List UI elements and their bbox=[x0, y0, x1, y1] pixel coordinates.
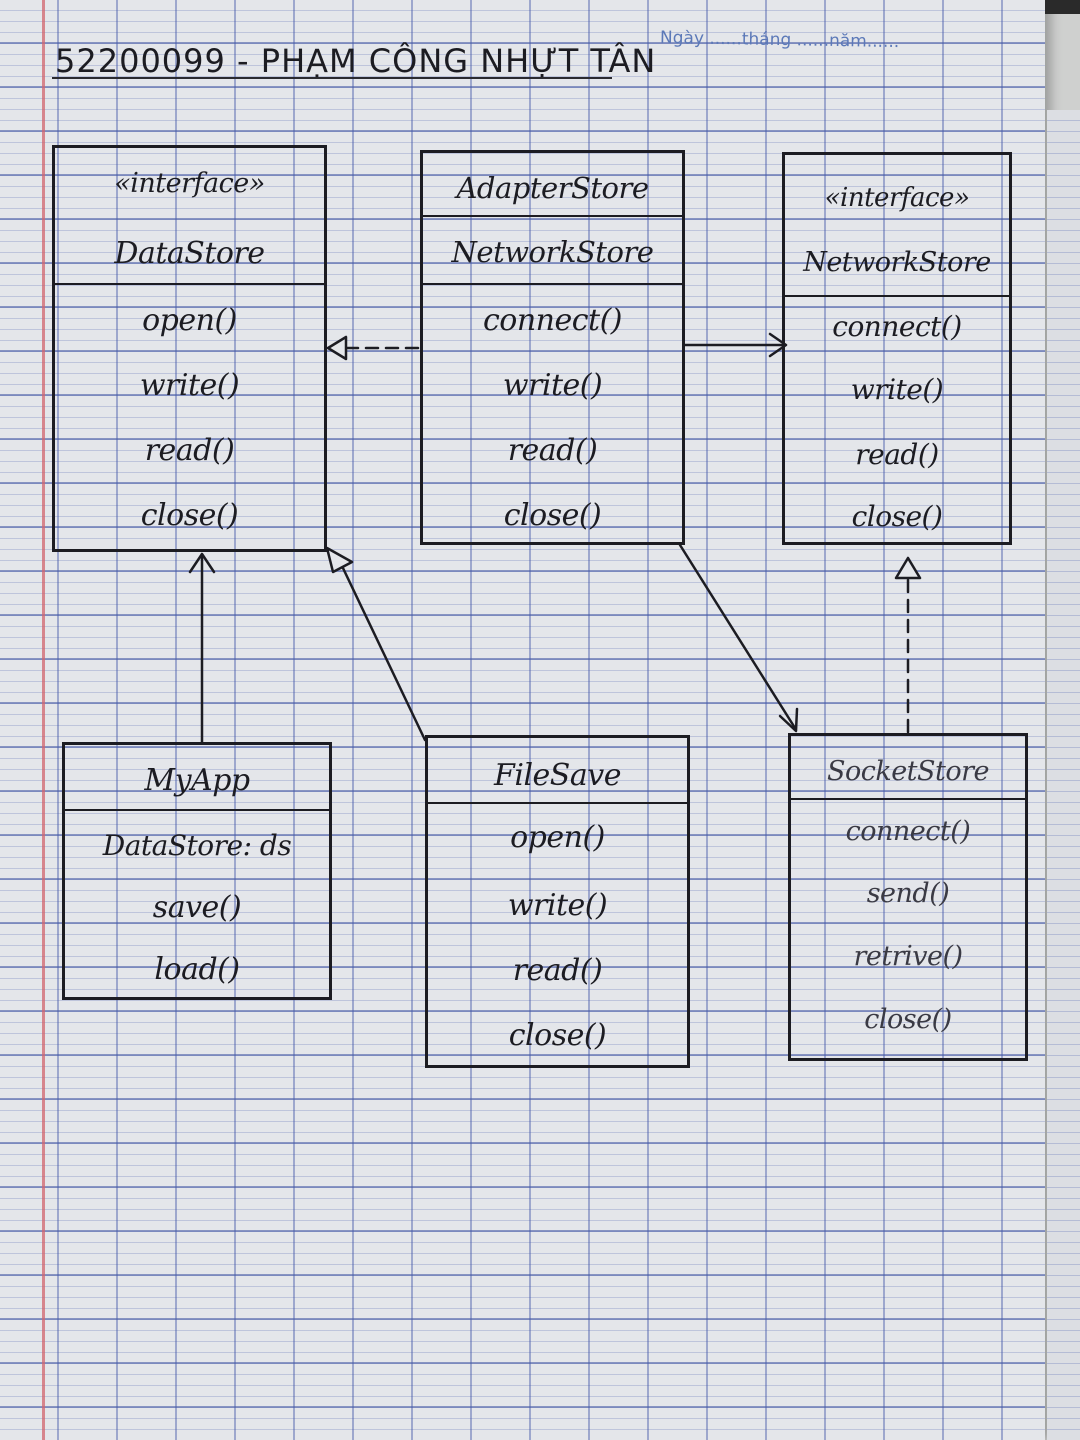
method: close() bbox=[140, 498, 239, 533]
class-networkstore: «interface» NetworkStore connect() write… bbox=[782, 152, 1012, 545]
class-adapterstore: AdapterStore NetworkStore connect() writ… bbox=[420, 150, 685, 545]
attribute: DataStore: ds bbox=[102, 829, 292, 862]
hollow-triangle-head bbox=[326, 335, 348, 361]
method: write() bbox=[507, 888, 608, 923]
notebook-page bbox=[0, 0, 1045, 1440]
class-name: SocketStore bbox=[826, 756, 990, 787]
method: close() bbox=[864, 1004, 952, 1035]
section-divider bbox=[785, 295, 1009, 297]
margin-line bbox=[42, 0, 45, 1440]
method: write() bbox=[139, 368, 240, 403]
class-name: MyApp bbox=[144, 763, 250, 798]
section-divider bbox=[55, 283, 324, 285]
method: send() bbox=[866, 878, 950, 909]
method: save() bbox=[152, 890, 242, 925]
method: open() bbox=[142, 303, 237, 338]
section-divider bbox=[65, 809, 329, 811]
header-strike-line bbox=[52, 77, 612, 79]
hollow-triangle-head bbox=[894, 556, 922, 580]
method: open() bbox=[510, 820, 605, 855]
method: connect() bbox=[482, 303, 623, 338]
class-filesave: FileSave open() write() read() close() bbox=[425, 735, 690, 1068]
stereotype-label: «interface» bbox=[114, 168, 265, 199]
class-socketstore: SocketStore connect() send() retrive() c… bbox=[788, 733, 1028, 1061]
method: write() bbox=[850, 373, 944, 406]
section-divider bbox=[423, 283, 682, 285]
author-header: 52200099 - PHẠM CÔNG NHỰT TÂN bbox=[55, 42, 657, 80]
class-name: AdapterStore bbox=[456, 171, 649, 205]
class-datastore: «interface» DataStore open() write() rea… bbox=[52, 145, 327, 552]
method: connect() bbox=[845, 816, 971, 847]
class-name: FileSave bbox=[494, 758, 621, 793]
method: read() bbox=[855, 438, 939, 471]
open-arrow-head bbox=[778, 707, 799, 733]
association-adapter-to-socketstore bbox=[678, 543, 797, 730]
stereotype-label: «interface» bbox=[824, 183, 970, 213]
hollow-triangle-head bbox=[325, 546, 354, 574]
attribute: NetworkStore bbox=[451, 235, 654, 269]
next-page-edge bbox=[1047, 110, 1080, 1440]
method: connect() bbox=[832, 310, 962, 343]
section-divider bbox=[791, 798, 1025, 800]
realization-filesave-to-datastore bbox=[340, 564, 427, 742]
method: close() bbox=[503, 498, 602, 533]
class-myapp: MyApp DataStore: ds save() load() bbox=[62, 742, 332, 1000]
method: close() bbox=[508, 1018, 607, 1053]
open-arrow-head bbox=[768, 332, 788, 358]
method: read() bbox=[512, 953, 603, 988]
method: retrive() bbox=[853, 941, 963, 972]
background-corner bbox=[1045, 0, 1080, 14]
method: read() bbox=[144, 433, 235, 468]
method: write() bbox=[502, 368, 603, 403]
section-divider bbox=[428, 802, 687, 804]
method: load() bbox=[154, 952, 240, 987]
class-name: DataStore bbox=[114, 236, 265, 271]
section-divider bbox=[423, 215, 682, 217]
open-arrow-head bbox=[188, 552, 216, 574]
method: close() bbox=[851, 500, 943, 533]
method: read() bbox=[507, 433, 598, 468]
class-name: NetworkStore bbox=[803, 247, 991, 278]
